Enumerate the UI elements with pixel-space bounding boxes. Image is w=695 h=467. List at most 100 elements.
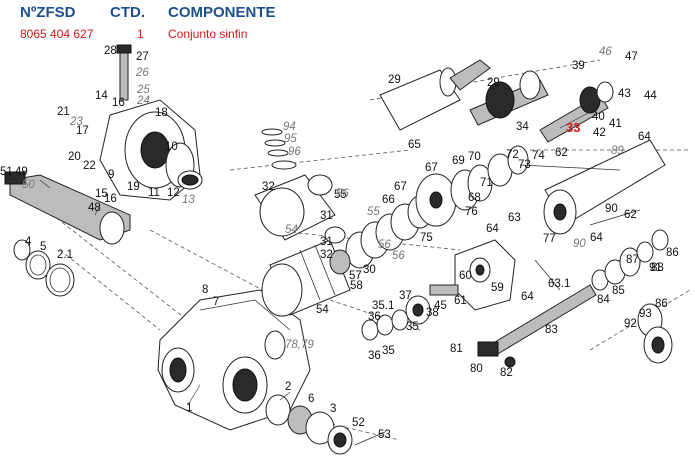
part-label-12: 12 <box>167 187 180 199</box>
main-housing[interactable] <box>157 289 311 431</box>
left-shaft[interactable] <box>4 171 131 245</box>
part-label-35-1: 35.1 <box>372 300 394 312</box>
part-label-51: 51 <box>0 166 13 178</box>
part-label-92: 92 <box>624 318 637 330</box>
housing-side-parts <box>265 394 386 455</box>
part-label-52: 52 <box>352 417 365 429</box>
part-label-91: 91 <box>649 262 662 274</box>
part-label-44: 44 <box>644 90 657 102</box>
part-label-62: 62 <box>624 209 637 221</box>
part-label-81: 81 <box>450 343 463 355</box>
part-label-74: 74 <box>532 150 545 162</box>
part-label-54: 54 <box>285 224 298 236</box>
part-label-1: 1 <box>186 402 192 414</box>
part-label-53: 53 <box>378 429 391 441</box>
part-label-55: 55 <box>367 206 380 218</box>
part-label-95: 95 <box>284 133 297 145</box>
part-label-70: 70 <box>468 151 481 163</box>
part-label-90: 90 <box>605 203 618 215</box>
part-label-27: 27 <box>136 51 149 63</box>
part-label-19: 19 <box>127 181 140 193</box>
part-label-63-1: 63.1 <box>548 278 570 290</box>
right-ring-stack <box>591 229 673 364</box>
part-label-32: 32 <box>262 181 275 193</box>
part-label-33: 33 <box>566 120 580 135</box>
part-label-31: 31 <box>320 236 333 248</box>
part-label-93: 93 <box>639 308 652 320</box>
part-label-86: 86 <box>655 298 668 310</box>
small-orings <box>261 128 346 244</box>
part-label-57: 57 <box>349 270 362 282</box>
part-label-47: 47 <box>625 51 638 63</box>
part-label-32: 32 <box>320 249 333 261</box>
part-label-46: 46 <box>599 46 612 58</box>
part-label-35: 35 <box>382 345 395 357</box>
part-label-63: 63 <box>508 212 521 224</box>
part-label-85: 85 <box>612 285 625 297</box>
part-label-56: 56 <box>392 250 405 262</box>
part-label-64: 64 <box>590 232 603 244</box>
row-component[interactable]: Conjunto sinfin <box>168 27 248 41</box>
part-label-6: 6 <box>308 393 314 405</box>
part-label-38: 38 <box>426 307 439 319</box>
part-label-64: 64 <box>638 131 651 143</box>
part-label-29: 29 <box>388 74 401 86</box>
part-label-49: 49 <box>15 166 28 178</box>
part-label-86: 86 <box>666 247 679 259</box>
part-label-40: 40 <box>592 111 605 123</box>
part-label-73: 73 <box>518 159 531 171</box>
part-label-31: 31 <box>320 210 333 222</box>
part-label-34: 34 <box>516 121 529 133</box>
part-label-96: 96 <box>288 146 301 158</box>
part-label-69: 69 <box>452 155 465 167</box>
part-label-62: 62 <box>555 147 568 159</box>
part-label-54: 54 <box>316 304 329 316</box>
part-label-35: 35 <box>406 321 419 333</box>
part-label-29: 29 <box>487 77 500 89</box>
part-label-3: 3 <box>330 403 336 415</box>
row-ref[interactable]: 8065 404 627 <box>20 27 94 41</box>
left-seal-rings <box>13 239 75 297</box>
part-label-67: 67 <box>394 181 407 193</box>
header-component: COMPONENTE <box>168 4 276 21</box>
part-label-42: 42 <box>593 127 606 139</box>
part-label-21: 21 <box>57 106 70 118</box>
part-label-37: 37 <box>399 290 412 302</box>
part-label-20: 20 <box>68 151 81 163</box>
part-label-30: 30 <box>363 264 376 276</box>
cover-assembly[interactable] <box>99 44 203 201</box>
part-label-45: 45 <box>434 300 447 312</box>
part-label-58: 58 <box>350 280 363 292</box>
part-label-65: 65 <box>408 139 421 151</box>
part-label-11: 11 <box>148 187 160 199</box>
part-label-4: 4 <box>25 236 32 248</box>
part-label-82: 82 <box>500 367 513 379</box>
header-ref: NºZFSD <box>20 4 76 21</box>
part-label-56: 56 <box>378 239 391 251</box>
part-label-56: 56 <box>336 188 349 200</box>
part-label-94: 94 <box>283 121 296 133</box>
part-label-78-79: 78,79 <box>285 339 314 351</box>
part-label-43: 43 <box>618 88 631 100</box>
part-label-77: 77 <box>543 233 556 245</box>
lower-rod[interactable] <box>477 259 597 368</box>
part-label-55: 55 <box>334 189 347 201</box>
part-label-88: 88 <box>651 262 664 274</box>
part-label-2: 2 <box>285 381 291 393</box>
part-label-72: 72 <box>506 149 519 161</box>
worm-shafts[interactable] <box>379 59 614 143</box>
part-label-13: 13 <box>182 194 195 206</box>
row-qty: 1 <box>137 27 144 41</box>
part-label-39: 39 <box>572 60 585 72</box>
part-label-9: 9 <box>108 169 114 181</box>
part-label-50: 50 <box>22 179 35 191</box>
part-label-64: 64 <box>521 291 534 303</box>
part-label-61: 61 <box>454 295 467 307</box>
part-label-2-1: 2.1 <box>57 249 73 261</box>
part-label-71: 71 <box>480 177 493 189</box>
header-qty: CTD. <box>110 4 145 21</box>
valve-block[interactable] <box>429 239 516 311</box>
part-label-17: 17 <box>76 125 89 137</box>
right-piston[interactable] <box>519 139 666 235</box>
